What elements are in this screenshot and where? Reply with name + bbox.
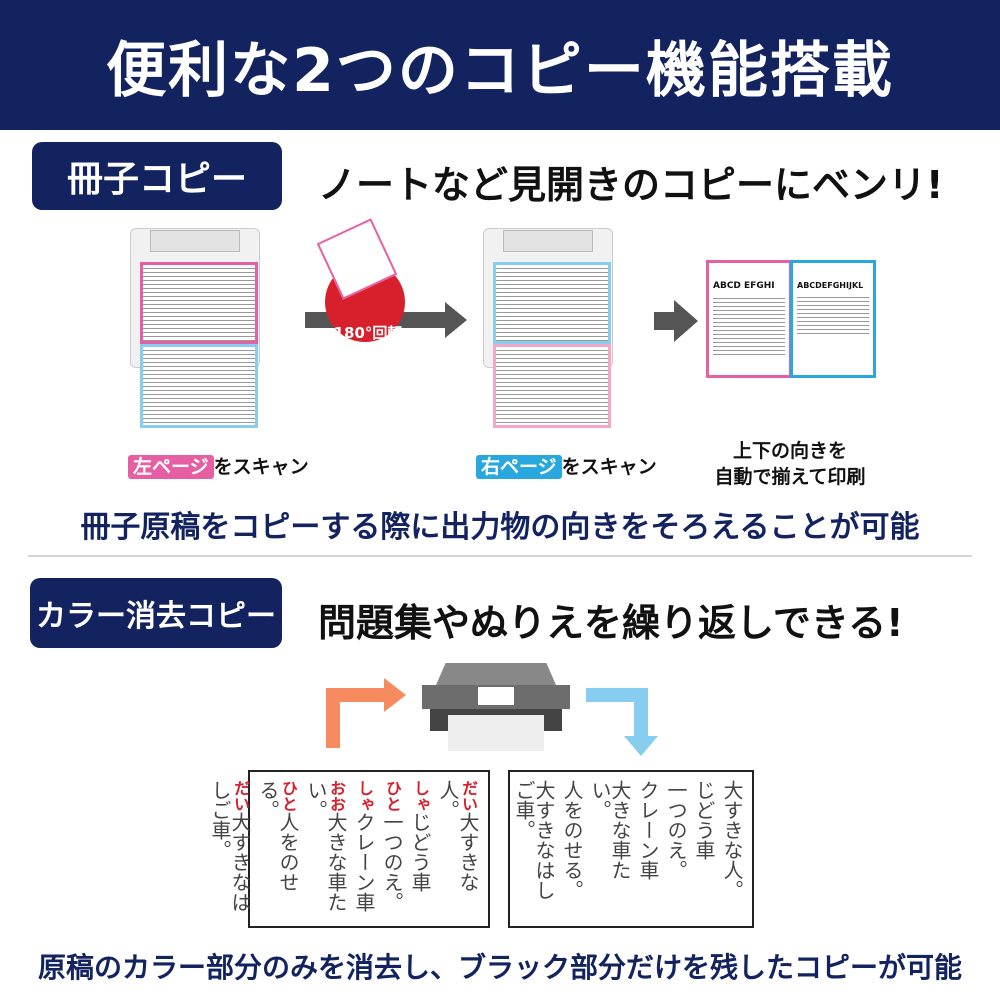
- worksheet-column: おお大きな車たい。: [304, 780, 348, 918]
- reading-text: だい: [459, 780, 478, 812]
- step2-caption: 右ページをスキャン: [476, 452, 657, 479]
- section2-summary: 原稿のカラー部分のみを消去し、ブラック部分だけを残したコピーが可能: [37, 951, 962, 984]
- blue-arrow-icon: [586, 688, 666, 758]
- question-text: じどう車: [408, 812, 432, 892]
- scanner-right-illustration: [483, 228, 613, 428]
- page-title: 便利な2つのコピー機能搭載: [106, 35, 894, 106]
- worksheet-column: クレーン車: [636, 780, 660, 918]
- section2-badge: カラー消去コピー: [30, 578, 282, 648]
- worksheet-column: じどう車: [692, 780, 716, 918]
- worksheet-column: しゃクレーン車: [352, 780, 376, 918]
- worksheet-column: ひと人をのせる。: [256, 780, 300, 918]
- section1-heading: ノートなど見開きのコピーにベンリ!: [318, 163, 944, 207]
- step3-caption: 上下の向きを 自動で揃えて印刷: [700, 438, 880, 490]
- scanner-left-illustration: [130, 228, 260, 428]
- rotate-illustration: 180°回転: [305, 218, 467, 372]
- worksheet-column: しゃじどう車: [408, 780, 432, 918]
- step3-line2: 自動で揃えて印刷: [714, 466, 866, 488]
- step1-caption: 左ページをスキャン: [128, 452, 309, 479]
- question-text: 人をのせる。: [560, 780, 584, 900]
- worksheet-column: 大すきなはしご車。: [512, 780, 556, 918]
- result-left-title: ABCD EFGHI: [713, 281, 775, 291]
- question-text: クレーン車: [352, 812, 376, 912]
- left-page-tag: 左ページ: [128, 455, 214, 479]
- worksheet-column: 一つのえ。: [664, 780, 688, 918]
- section2-heading: 問題集やぬりえを繰り返しできる!: [318, 601, 904, 645]
- worksheet-column: ひと一つのえ。: [380, 780, 404, 918]
- header-banner: 便利な2つのコピー機能搭載: [0, 0, 1000, 130]
- printer-icon: [422, 663, 570, 751]
- reading-text: しゃ: [411, 780, 430, 812]
- worksheet-column: 大すきな人。: [720, 780, 744, 918]
- reading-text: ひと: [383, 780, 402, 812]
- question-text: じどう車: [692, 780, 716, 860]
- worksheet-column: 大きな車たい。: [588, 780, 632, 918]
- rotate-label: 180°回転: [333, 324, 403, 342]
- reading-text: おお: [327, 780, 346, 812]
- printed-result-illustration: ABCD EFGHI ABCDEFGHIJKL: [706, 260, 876, 380]
- question-text: 大すきな人。: [436, 780, 480, 892]
- worksheet-erased: 大すきな人。じどう車一つのえ。クレーン車大きな車たい。人をのせる。大すきなはしご…: [508, 770, 754, 928]
- section1-summary: 冊子原稿をコピーする際に出力物の向きをそろえることが可能: [80, 510, 920, 545]
- question-text: 人をのせる。: [256, 780, 300, 892]
- question-text: 大すきなはしご車。: [512, 780, 556, 900]
- worksheet-column: だい大すきなはしご車。: [208, 780, 252, 918]
- orange-arrow-icon: [326, 678, 406, 748]
- section-divider: [28, 555, 972, 557]
- step1-text: をスキャン: [213, 456, 309, 478]
- reading-text: だい: [231, 780, 250, 812]
- reading-text: ひと: [279, 780, 298, 812]
- result-right-title: ABCDEFGHIJKL: [797, 281, 864, 290]
- question-text: 大すきな人。: [720, 780, 744, 900]
- reading-text: しゃ: [355, 780, 374, 812]
- question-text: 大きな車たい。: [588, 780, 632, 880]
- worksheet-column: だい大すきな人。: [436, 780, 480, 918]
- right-page-tag: 右ページ: [476, 455, 562, 479]
- step3-line1: 上下の向きを: [732, 440, 847, 462]
- question-text: 一つのえ。: [664, 780, 688, 880]
- worksheet-column: 人をのせる。: [560, 780, 584, 918]
- question-text: 大きな車たい。: [304, 780, 348, 912]
- worksheet-color: だい大すきな人。しゃじどう車ひと一つのえ。しゃクレーン車おお大きな車たい。ひと人…: [208, 770, 490, 928]
- question-text: 大すきなはしご車。: [208, 780, 252, 912]
- section1-badge: 冊子コピー: [32, 142, 282, 210]
- question-text: クレーン車: [636, 780, 660, 880]
- step2-text: をスキャン: [561, 456, 657, 478]
- question-text: 一つのえ。: [380, 812, 404, 912]
